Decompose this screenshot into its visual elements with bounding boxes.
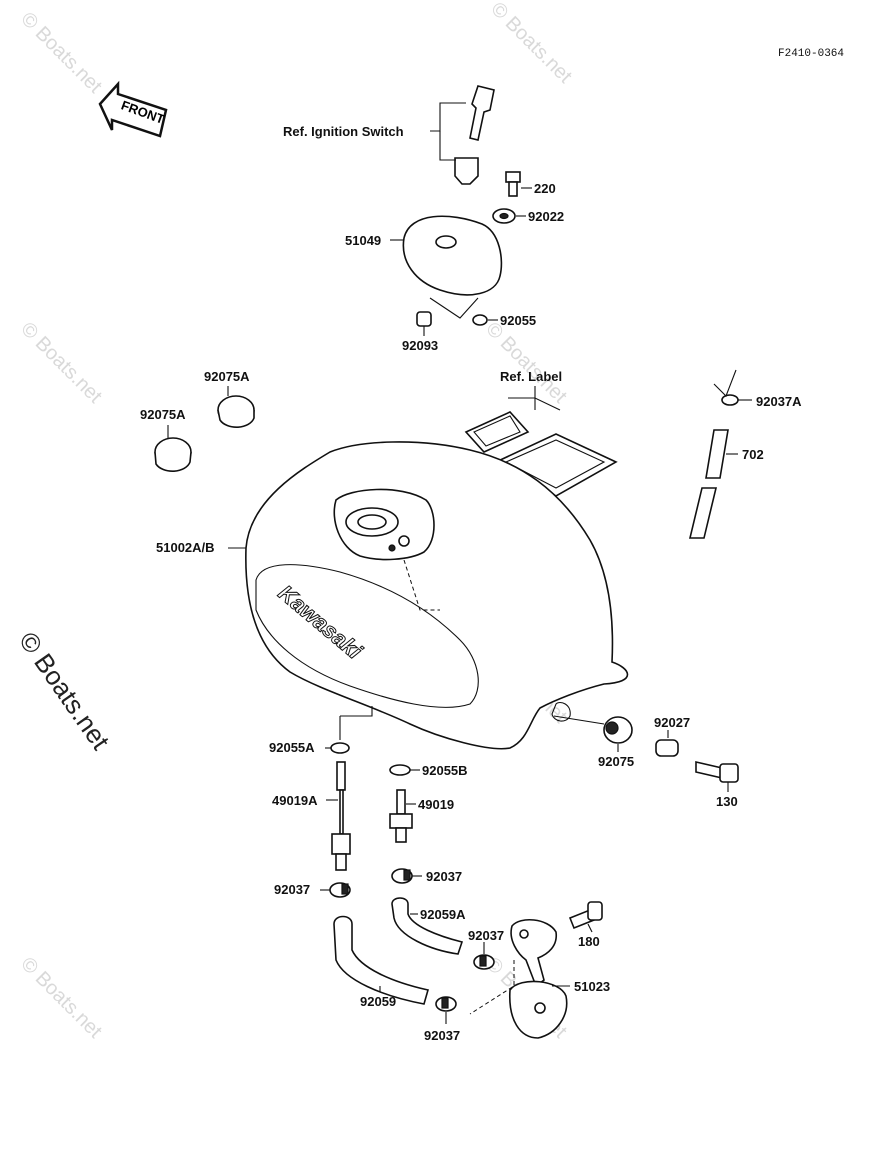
label-ref-label: Ref. Label: [500, 369, 562, 384]
label-92093: 92093: [402, 338, 438, 353]
watermark: © Boats.net: [486, 0, 576, 88]
collar-92027-icon: [655, 739, 679, 757]
label-180: 180: [578, 934, 600, 949]
label-92055b: 92055B: [422, 763, 468, 778]
label-92055a: 92055A: [269, 740, 315, 755]
fuel-valve-51023-icon: [509, 919, 568, 1039]
label-92027: 92027: [654, 715, 690, 730]
label-sticker-small-icon: [464, 411, 530, 453]
clip-92037-left-icon: [329, 882, 351, 898]
label-49019: 49019: [418, 797, 454, 812]
damper-92075a-right-icon: [217, 395, 255, 428]
label-92075: 92075: [598, 754, 634, 769]
washer-92055-icon: [472, 314, 488, 326]
hose-92059-icon: [333, 915, 430, 1005]
washer-92022-icon: [492, 208, 516, 224]
ignition-key-icon: [454, 85, 495, 185]
label-92037-bottom: 92037: [424, 1028, 460, 1043]
label-92075a-left: 92075A: [140, 407, 186, 422]
nut-92093-icon: [416, 311, 432, 327]
label-92037-mid: 92037: [468, 928, 504, 943]
label-92037-right: 92037: [426, 869, 462, 884]
clip-92037-bottom-icon: [435, 996, 457, 1012]
washer-92055b-icon: [389, 764, 411, 776]
label-92022: 92022: [528, 209, 564, 224]
clip-92037a-icon: [713, 369, 739, 406]
bolt-130-icon: [695, 760, 739, 783]
label-92059a: 92059A: [420, 907, 466, 922]
label-92037-left: 92037: [274, 882, 310, 897]
label-51023: 51023: [574, 979, 610, 994]
label-51049: 51049: [345, 233, 381, 248]
watermark: © Boats.net: [481, 318, 571, 408]
label-130: 130: [716, 794, 738, 809]
clip-92037-mid-icon: [473, 954, 495, 970]
bolt-220-icon: [505, 171, 521, 197]
screw-180-icon: [568, 901, 603, 930]
cap-51049-icon: [402, 215, 503, 296]
watermark: © Boats.net: [16, 953, 106, 1043]
pipe-49019a-icon: [331, 761, 351, 871]
front-arrow-icon: FRONT: [98, 80, 168, 138]
clip-92037-right-icon: [391, 868, 413, 884]
hose-92059a-icon: [391, 897, 464, 955]
label-92075a-right: 92075A: [204, 369, 250, 384]
washer-92055a-icon: [330, 742, 350, 754]
label-92059: 92059: [360, 994, 396, 1009]
watermark-large: © Boats.net: [13, 626, 116, 755]
damper-92075-icon: [603, 716, 633, 744]
figure-code: F2410-0364: [778, 48, 844, 60]
watermark: © Boats.net: [16, 8, 106, 98]
label-92037a: 92037A: [756, 394, 802, 409]
label-92055: 92055: [500, 313, 536, 328]
tube-702-icon: [688, 429, 729, 539]
label-702: 702: [742, 447, 764, 462]
label-ref-ignition-switch: Ref. Ignition Switch: [283, 124, 404, 139]
watermark: © Boats.net: [16, 318, 106, 408]
label-220: 220: [534, 181, 556, 196]
fuel-tank-icon: Kawasaki: [245, 441, 629, 750]
label-51002ab: 51002A/B: [156, 540, 215, 555]
pipe-49019-icon: [389, 789, 413, 843]
label-49019a: 49019A: [272, 793, 318, 808]
damper-92075a-left-icon: [154, 437, 192, 472]
